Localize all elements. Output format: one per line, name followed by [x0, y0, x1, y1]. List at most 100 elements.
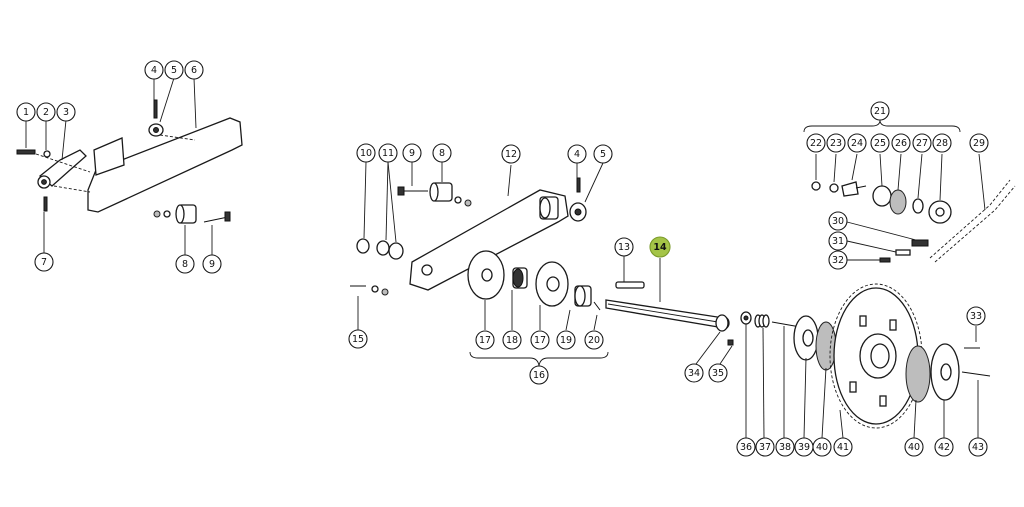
- callout-label: 41: [837, 442, 849, 453]
- callout-35: 35: [708, 363, 728, 383]
- callout-41: 41: [833, 437, 853, 457]
- callout-label: 24: [851, 138, 863, 149]
- callout-label: 19: [560, 335, 572, 346]
- callout-4: 4: [567, 144, 587, 164]
- callout-label: 5: [600, 149, 606, 160]
- callout-label: 31: [832, 236, 844, 247]
- callout-24: 24: [847, 133, 867, 153]
- callout-label: 17: [479, 335, 491, 346]
- callout-17: 17: [475, 330, 495, 350]
- callout-20: 20: [584, 330, 604, 350]
- callout-8: 8: [432, 143, 452, 163]
- callout-36: 36: [736, 437, 756, 457]
- callout-label: 32: [832, 255, 844, 266]
- callout-label: 40: [816, 442, 828, 453]
- callout-8: 8: [175, 254, 195, 274]
- callout-13: 13: [614, 237, 634, 257]
- callout-label: 26: [895, 138, 907, 149]
- callout-label: 9: [209, 259, 215, 270]
- callout-label: 15: [352, 334, 364, 345]
- sprocket-assembly: [740, 283, 991, 439]
- callout-15: 15: [348, 329, 368, 349]
- callout-label: 37: [759, 442, 771, 453]
- callout-label: 38: [779, 442, 791, 453]
- callout-label: 4: [574, 149, 580, 160]
- callout-1: 1: [16, 102, 36, 122]
- callout-18: 18: [502, 330, 522, 350]
- callout-label: 28: [936, 138, 948, 149]
- callout-label: 30: [832, 216, 844, 227]
- bearing-group: [467, 250, 609, 367]
- callout-32: 32: [828, 250, 848, 270]
- callout-label: 8: [439, 148, 445, 159]
- callout-3: 3: [56, 102, 76, 122]
- callout-28: 28: [932, 133, 952, 153]
- callout-38: 38: [775, 437, 795, 457]
- callout-17: 17: [530, 330, 550, 350]
- callout-12: 12: [501, 144, 521, 164]
- callout-label: 3: [63, 107, 69, 118]
- callout-31: 31: [828, 231, 848, 251]
- middle-assembly: [350, 161, 604, 330]
- callout-label: 16: [533, 370, 545, 381]
- callout-27: 27: [912, 133, 932, 153]
- callout-40: 40: [812, 437, 832, 457]
- tensioner-group: [803, 119, 1016, 263]
- callout-label: 40: [908, 442, 920, 453]
- callout-label: 29: [973, 138, 985, 149]
- callout-label: 18: [506, 335, 518, 346]
- callout-label: 42: [938, 442, 950, 453]
- callout-10: 10: [356, 143, 376, 163]
- callout-label: 39: [798, 442, 810, 453]
- callout-label: 35: [712, 368, 724, 379]
- callout-4: 4: [144, 60, 164, 80]
- callout-label: 1: [23, 107, 29, 118]
- callout-5: 5: [593, 144, 613, 164]
- callout-14-highlighted: 14: [649, 236, 671, 258]
- callout-6: 6: [184, 60, 204, 80]
- callout-label: 9: [409, 148, 415, 159]
- callout-25: 25: [870, 133, 890, 153]
- callout-43: 43: [968, 437, 988, 457]
- callout-label: 7: [41, 257, 47, 268]
- callout-label: 4: [151, 65, 157, 76]
- callout-label: 10: [360, 148, 372, 159]
- callout-label: 6: [191, 65, 197, 76]
- callout-5: 5: [164, 60, 184, 80]
- callout-label: 14: [653, 242, 667, 253]
- callout-label: 22: [810, 138, 822, 149]
- callout-30: 30: [828, 211, 848, 231]
- callout-19: 19: [556, 330, 576, 350]
- callout-23: 23: [826, 133, 846, 153]
- callout-29: 29: [969, 133, 989, 153]
- callout-label: 21: [874, 106, 886, 117]
- callout-label: 17: [534, 335, 546, 346]
- callout-42: 42: [934, 437, 954, 457]
- callout-16: 16: [529, 365, 549, 385]
- callout-22: 22: [806, 133, 826, 153]
- callout-21: 21: [870, 101, 890, 121]
- callout-label: 33: [970, 311, 982, 322]
- callout-9: 9: [402, 143, 422, 163]
- callout-label: 23: [830, 138, 842, 149]
- callout-40: 40: [904, 437, 924, 457]
- callout-33: 33: [966, 306, 986, 326]
- callout-label: 5: [171, 65, 177, 76]
- callout-label: 20: [588, 335, 600, 346]
- callout-7: 7: [34, 252, 54, 272]
- callout-label: 36: [740, 442, 752, 453]
- callout-label: 34: [688, 368, 700, 379]
- callout-11: 11: [378, 143, 398, 163]
- callout-label: 12: [505, 149, 517, 160]
- callout-label: 13: [618, 242, 630, 253]
- callout-37: 37: [755, 437, 775, 457]
- callout-label: 8: [182, 259, 188, 270]
- callout-34: 34: [684, 363, 704, 383]
- callout-26: 26: [891, 133, 911, 153]
- callout-label: 27: [916, 138, 928, 149]
- callout-2: 2: [36, 102, 56, 122]
- callout-label: 43: [972, 442, 984, 453]
- left-assembly: [16, 77, 243, 255]
